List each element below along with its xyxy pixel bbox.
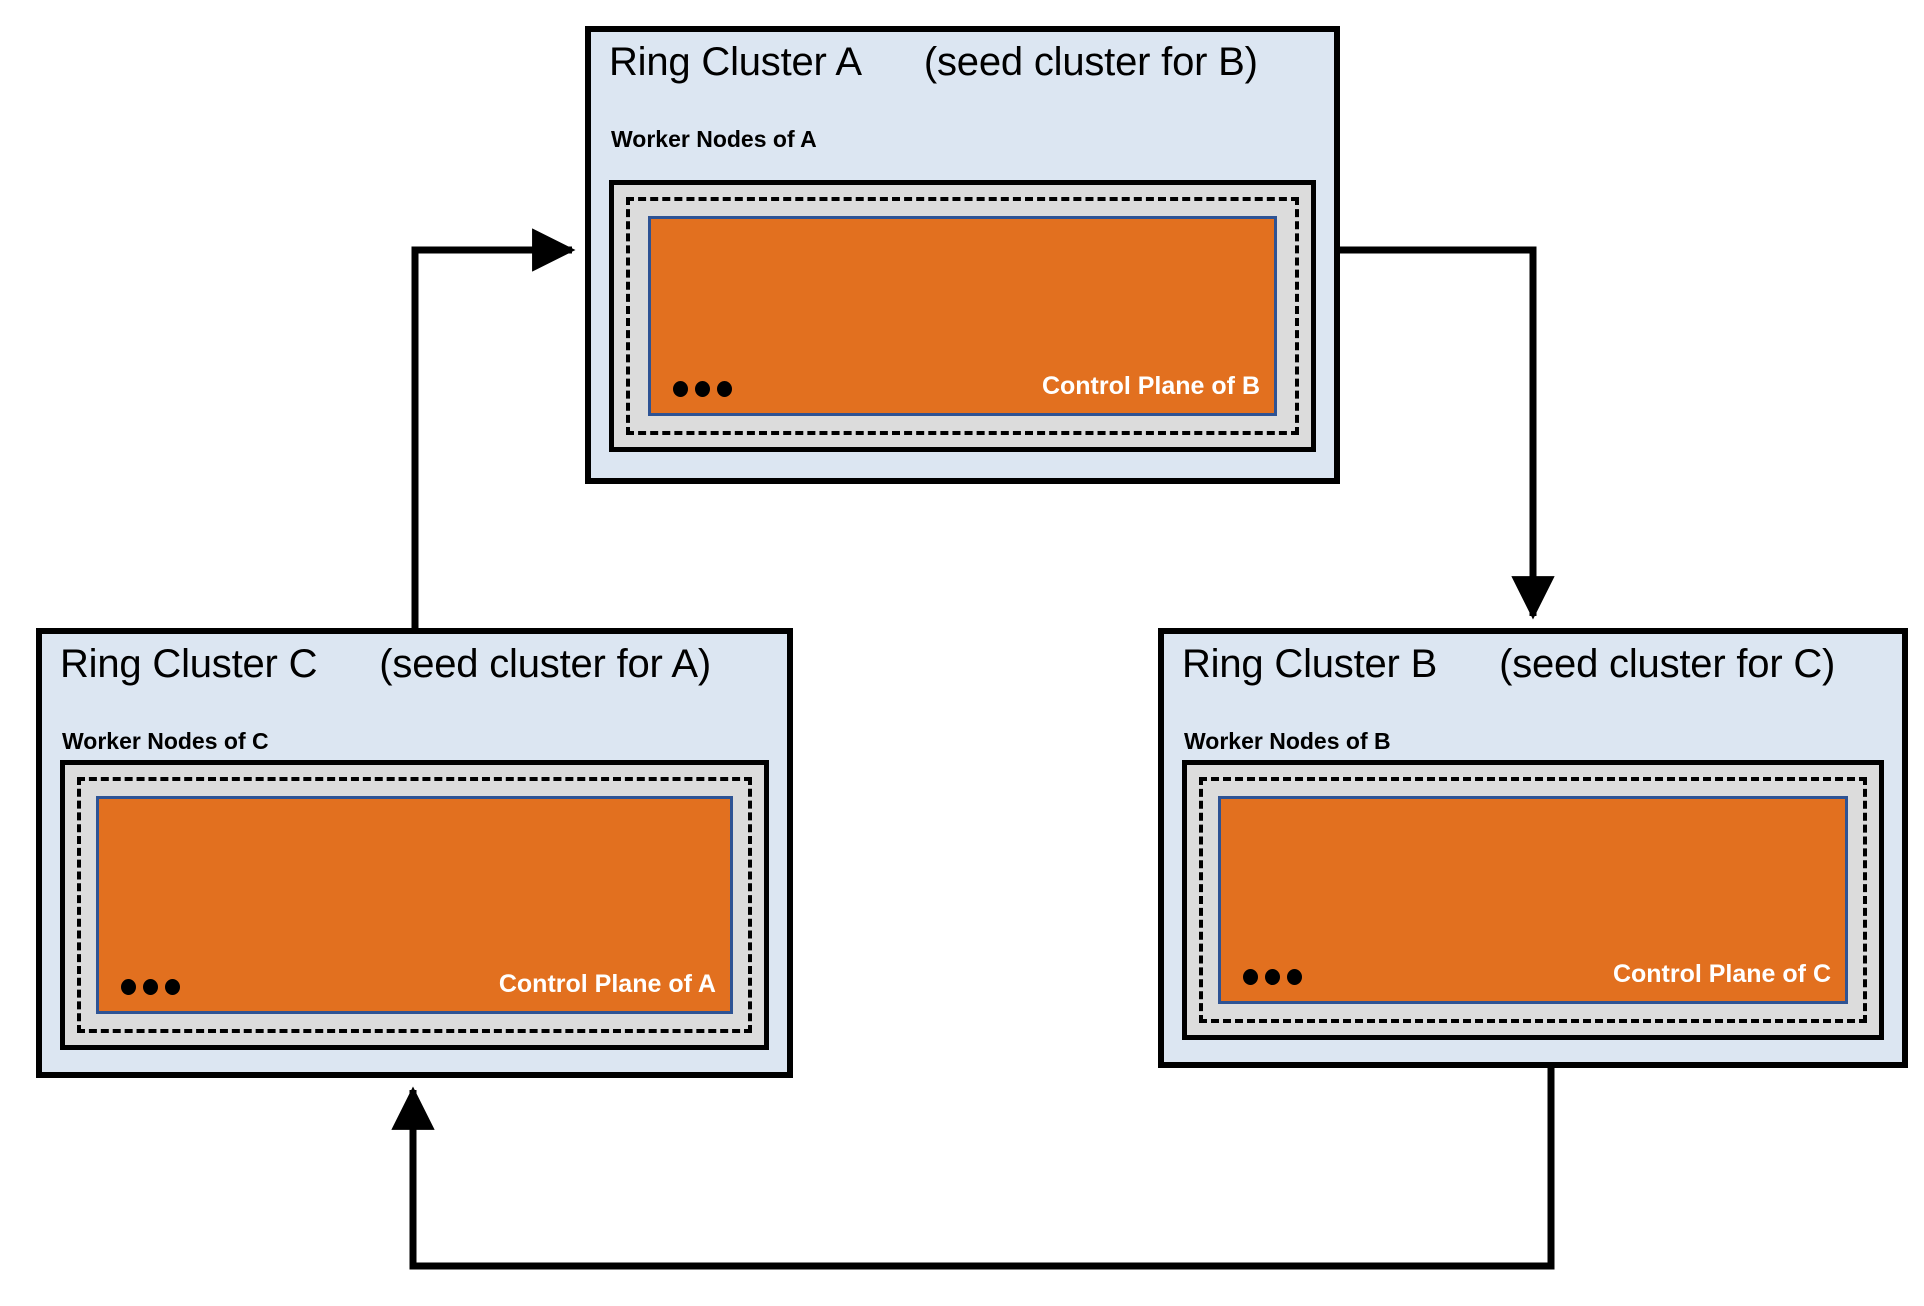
cluster-b-name: Ring Cluster B — [1182, 642, 1438, 686]
cluster-c-worker-nodes-box: Control Plane of A — [60, 760, 769, 1050]
connector-b-to-c — [391, 1068, 1555, 1270]
connector-a-to-b — [1340, 246, 1555, 620]
cluster-a-ellipsis-icon — [673, 381, 732, 397]
cluster-a-worker-nodes-label: Worker Nodes of A — [611, 126, 817, 152]
cluster-a-control-plane-box: Control Plane of B — [648, 216, 1277, 416]
cluster-a-worker-nodes-box: Control Plane of B — [609, 180, 1316, 452]
ring-cluster-c: Ring Cluster C (seed cluster for A) Worke… — [36, 628, 793, 1078]
ring-cluster-b: Ring Cluster B (seed cluster for C) Worke… — [1158, 628, 1908, 1068]
cluster-c-control-plane-box: Control Plane of A — [96, 796, 733, 1014]
connector-c-to-a — [411, 228, 576, 628]
cluster-a-name: Ring Cluster A — [609, 40, 862, 84]
cluster-c-worker-nodes-label: Worker Nodes of C — [62, 728, 269, 754]
cluster-a-node-boundary: Control Plane of B — [626, 197, 1299, 435]
cluster-b-worker-nodes-box: Control Plane of C — [1182, 760, 1884, 1040]
cluster-c-name: Ring Cluster C — [60, 642, 318, 686]
cluster-a-control-plane-label: Control Plane of B — [1041, 372, 1260, 400]
cluster-c-node-boundary: Control Plane of A — [77, 777, 752, 1033]
cluster-b-control-plane-box: Control Plane of C — [1218, 796, 1848, 1004]
cluster-b-node-boundary: Control Plane of C — [1199, 777, 1867, 1023]
cluster-c-seed-note: (seed cluster for A) — [379, 642, 711, 686]
cluster-b-control-plane-label: Control Plane of C — [1612, 960, 1831, 988]
cluster-c-title: Ring Cluster C (seed cluster for A) — [60, 642, 711, 687]
cluster-c-control-plane-label: Control Plane of A — [498, 970, 716, 998]
cluster-b-seed-note: (seed cluster for C) — [1499, 642, 1836, 686]
cluster-a-seed-note: (seed cluster for B) — [923, 40, 1258, 84]
ring-cluster-a: Ring Cluster A (seed cluster for B) Worke… — [585, 26, 1340, 484]
cluster-b-title: Ring Cluster B (seed cluster for C) — [1182, 642, 1835, 687]
cluster-a-title: Ring Cluster A (seed cluster for B) — [609, 40, 1258, 85]
cluster-b-worker-nodes-label: Worker Nodes of B — [1184, 728, 1391, 754]
cluster-c-ellipsis-icon — [121, 979, 180, 995]
cluster-b-ellipsis-icon — [1243, 969, 1302, 985]
